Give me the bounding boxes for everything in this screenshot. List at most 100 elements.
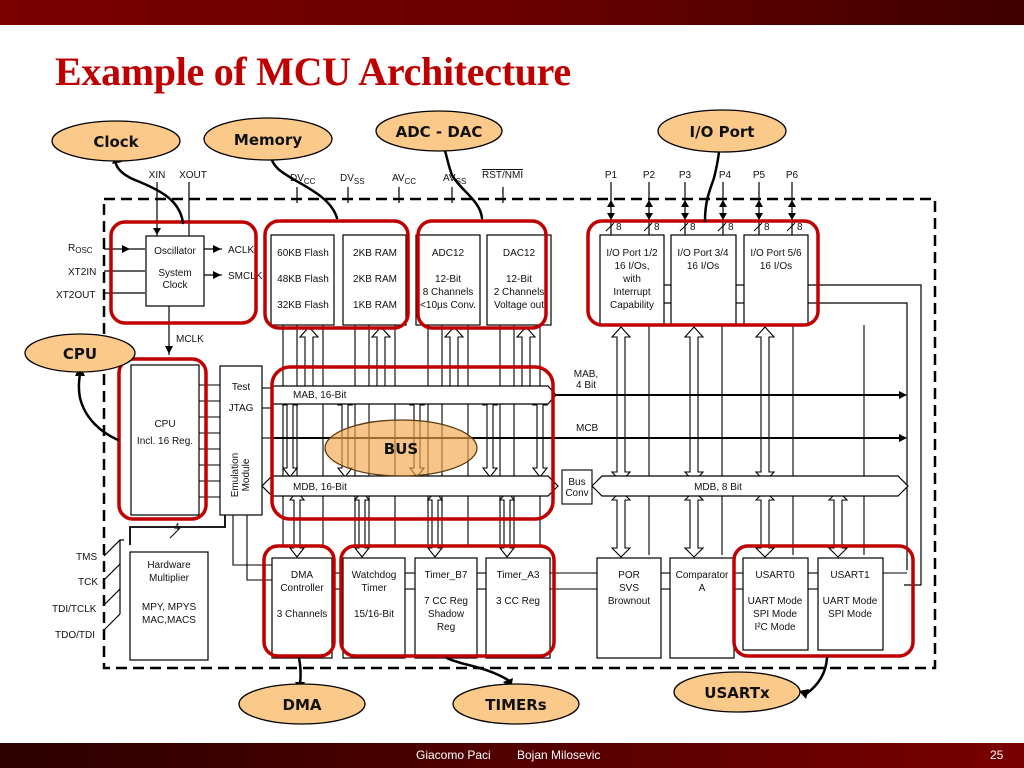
signal-mclk: MCLK — [176, 334, 204, 345]
svg-text:MDB, 16-Bit: MDB, 16-Bit — [293, 482, 347, 493]
timers-connector — [445, 656, 510, 682]
mab-4-label-1: MAB, — [574, 369, 598, 380]
cpu-connector — [77, 372, 120, 442]
svg-text:DAC12: DAC12 — [503, 248, 536, 259]
svg-text:16 I/Os,: 16 I/Os, — [614, 261, 649, 272]
svg-text:1KB RAM: 1KB RAM — [353, 300, 397, 311]
bits-label: 8 — [764, 222, 770, 233]
comparator-a-block: Comparator A — [669, 557, 735, 659]
highlight-timers — [339, 544, 556, 658]
memory-connector — [269, 155, 339, 220]
bits-label: 8 — [797, 222, 803, 233]
bits-label: 8 — [690, 222, 696, 233]
mab-16-bus: MAB, 16-Bit — [271, 385, 557, 405]
bits-label: 8 — [654, 222, 660, 233]
jtag-emulation-block: Test JTAG Emulation Module — [219, 365, 263, 516]
callout-timers-label: TIMERs — [485, 696, 547, 714]
callout-dma — [238, 683, 366, 725]
footer-bar: Giacomo Paci Bojan Milosevic 25 — [0, 743, 1024, 768]
usart1-block: USART1 UART Mode SPI Mode — [817, 557, 884, 651]
svg-text:Watchdog: Watchdog — [352, 570, 397, 581]
pin-p6: P6 — [786, 170, 799, 181]
dac12-block: DAC12 12-Bit 2 Channels Voltage out — [486, 234, 552, 326]
svg-text:I²C Mode: I²C Mode — [754, 622, 796, 633]
svg-text:Hardware: Hardware — [147, 560, 191, 571]
highlight-io-ports — [586, 219, 820, 327]
pin-tdi-tclk: TDI/TCLK — [52, 604, 97, 615]
svg-text:USART0: USART0 — [755, 570, 795, 581]
svg-text:15/16-Bit: 15/16-Bit — [354, 609, 394, 620]
svg-text:ADC12: ADC12 — [432, 248, 465, 259]
adc12-block: ADC12 12-Bit 8 Channels <10µs Conv. — [415, 234, 481, 326]
callout-memory — [203, 117, 333, 161]
svg-text:Emulation: Emulation — [230, 453, 241, 497]
svg-text:Oscillator: Oscillator — [154, 246, 196, 257]
svg-text:System: System — [158, 268, 191, 279]
footer-author-2: Bojan Milosevic — [517, 748, 601, 762]
pin-rst-nmi: RST/NMI — [482, 170, 523, 181]
page-number: 25 — [990, 748, 1004, 762]
svg-text:A: A — [699, 583, 706, 594]
svg-text:CPU: CPU — [154, 419, 175, 430]
top-pins — [156, 182, 793, 236]
svg-text:60KB Flash: 60KB Flash — [277, 248, 329, 259]
pin-xt2in: XT2IN — [68, 267, 96, 278]
svg-text:3 CC Reg: 3 CC Reg — [496, 596, 540, 607]
por-svs-brownout-block: POR SVS Brownout — [596, 557, 662, 659]
jtag-bits-label: 4 — [174, 522, 180, 533]
svg-text:MAC,MACS: MAC,MACS — [142, 615, 196, 626]
callout-usartx-label: USARTx — [704, 684, 770, 702]
callout-timers — [452, 683, 580, 725]
bits-label: 8 — [728, 222, 734, 233]
svg-text:Shadow: Shadow — [428, 609, 465, 620]
callout-clock-label: Clock — [93, 133, 139, 151]
pin-tdo-tdi: TDO/TDI — [55, 630, 95, 641]
pin-avcc: AVCC — [392, 173, 416, 186]
svg-text:16 I/Os: 16 I/Os — [687, 261, 719, 272]
pin-xin: XIN — [149, 170, 166, 181]
pin-dvss: DVSS — [340, 173, 365, 186]
highlight-adc-dac — [416, 219, 548, 330]
hardware-multiplier-block: Hardware Multiplier MPY, MPYS MAC,MACS — [129, 551, 209, 661]
svg-text:Incl. 16 Reg.: Incl. 16 Reg. — [137, 436, 193, 447]
pin-p4: P4 — [719, 170, 732, 181]
callout-memory-label: Memory — [234, 131, 302, 149]
svg-text:JTAG: JTAG — [229, 403, 254, 414]
ram-block: 2KB RAM 2KB RAM 1KB RAM — [342, 234, 407, 326]
svg-text:8 Channels: 8 Channels — [423, 287, 474, 298]
timer-a3-block: Timer_A3 3 CC Reg — [485, 557, 551, 659]
highlight-dma — [262, 544, 336, 658]
timer-b7-block: Timer_B7 7 CC Reg Shadow Reg — [414, 557, 478, 659]
highlight-usart — [732, 544, 915, 658]
adc-dac-connector — [442, 146, 484, 220]
svg-text:Timer_A3: Timer_A3 — [497, 570, 540, 581]
callout-usartx — [673, 671, 801, 713]
footer-author-1: Giacomo Paci — [416, 748, 491, 762]
io-port-56-block: I/O Port 5/6 16 I/Os — [743, 234, 809, 326]
svg-text:I/O Port 5/6: I/O Port 5/6 — [750, 248, 802, 259]
svg-text:SPI Mode: SPI Mode — [828, 609, 872, 620]
svg-text:MAB, 16-Bit: MAB, 16-Bit — [293, 390, 347, 401]
usart0-block: USART0 UART Mode SPI Mode I²C Mode — [742, 557, 809, 651]
callout-bus — [324, 419, 478, 477]
clock-connector — [114, 162, 185, 225]
pin-p5: P5 — [753, 170, 766, 181]
signal-aclk: ACLK — [228, 245, 254, 256]
mab-4-label-2: 4 Bit — [576, 380, 596, 391]
svg-text:DMA: DMA — [291, 570, 314, 581]
signal-smclk: SMCLK — [228, 271, 263, 282]
svg-text:Controller: Controller — [280, 583, 324, 594]
svg-text:Voltage out: Voltage out — [494, 300, 544, 311]
callout-cpu-label: CPU — [63, 345, 97, 363]
svg-text:12-Bit: 12-Bit — [435, 274, 461, 285]
callout-bus-label: BUS — [384, 440, 418, 458]
svg-text:2KB RAM: 2KB RAM — [353, 248, 397, 259]
svg-text:I/O Port 3/4: I/O Port 3/4 — [677, 248, 729, 259]
callout-adc-dac — [375, 110, 503, 152]
pin-avss: AVSS — [443, 173, 466, 186]
svg-text:MDB, 8 Bit: MDB, 8 Bit — [694, 482, 742, 493]
pin-xout: XOUT — [179, 170, 207, 181]
callout-clock — [51, 120, 181, 162]
svg-text:Capability: Capability — [610, 300, 654, 311]
svg-text:Timer: Timer — [361, 583, 387, 594]
